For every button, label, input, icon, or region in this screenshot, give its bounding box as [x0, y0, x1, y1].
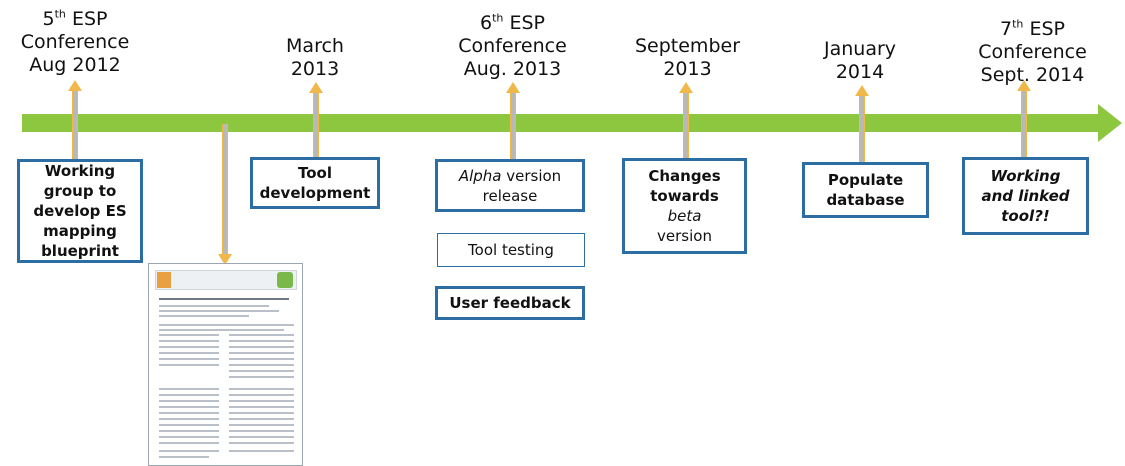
arrowhead-1	[68, 80, 82, 91]
paper-logo-icon	[157, 272, 171, 288]
milestone-january-2014: January 2014	[823, 38, 897, 83]
arrowhead-3	[506, 82, 520, 93]
arrowhead-5	[855, 85, 869, 96]
connector-3	[510, 93, 516, 161]
paper-journal-badge-icon	[277, 272, 293, 288]
box-user-feedback: User feedback	[435, 286, 585, 320]
connector-2	[313, 93, 319, 158]
connector-4	[683, 93, 689, 160]
box-working-group: Working group to develop ES mapping blue…	[17, 159, 143, 263]
arrowhead-2	[309, 82, 323, 93]
connector-5	[859, 96, 865, 162]
box-changes-beta: Changes towards beta version	[622, 158, 747, 254]
arrowhead-paper	[218, 254, 232, 265]
milestone-6th-esp: 6th ESP Conference Aug. 2013	[458, 11, 567, 80]
arrowhead-4	[679, 82, 693, 93]
box-populate-database: Populate database	[802, 162, 929, 218]
milestone-7th-esp: 7th ESP Conference Sept. 2014	[978, 17, 1087, 86]
connector-6	[1021, 91, 1027, 157]
arrowhead-6	[1017, 80, 1031, 91]
milestone-september-2013: September 2013	[634, 35, 741, 80]
paper-header-band	[155, 270, 297, 290]
milestone-march-2013: March 2013	[286, 35, 344, 80]
connector-paper	[222, 124, 228, 254]
connector-1	[72, 91, 78, 159]
box-tool-testing: Tool testing	[437, 233, 585, 267]
box-alpha-release: Alpha version release	[435, 159, 585, 212]
box-tool-development: Tool development	[250, 157, 380, 209]
box-working-linked-tool: Working and linked tool?!	[962, 157, 1089, 235]
milestone-5th-esp: 5th ESP Conference Aug 2012	[20, 7, 130, 76]
journal-paper-thumbnail	[148, 263, 303, 466]
